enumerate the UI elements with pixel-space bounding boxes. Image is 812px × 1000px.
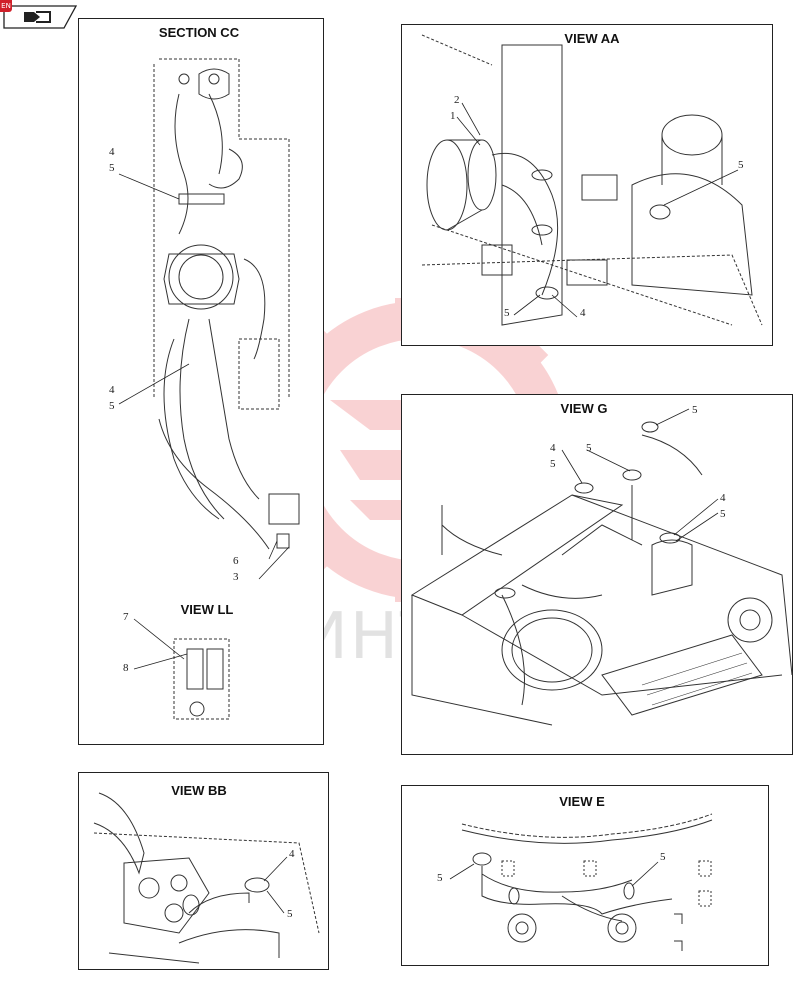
view-aa-panel: VIEW AA 2 <box>401 24 773 346</box>
callout-label: 4 <box>550 442 556 454</box>
callout-label: 7 <box>123 611 129 623</box>
section-cc-title: SECTION CC <box>158 25 240 40</box>
view-bb-panel: VIEW BB 4 5 <box>78 772 329 970</box>
callout-label: 5 <box>504 307 510 319</box>
view-g-drawing <box>410 408 793 726</box>
callout-label: 5 <box>586 442 592 454</box>
callout-label: 5 <box>287 908 293 920</box>
callout-label: 4 <box>289 848 295 860</box>
callout-label: 4 <box>109 384 115 396</box>
view-g-title: VIEW G <box>560 401 608 416</box>
callout-label: 1 <box>450 110 456 122</box>
section-cc-panel: SECTION CC <box>78 18 324 745</box>
callout-label: 6 <box>233 555 239 567</box>
view-aa-title: VIEW AA <box>564 31 620 46</box>
callout-label: 5 <box>109 400 115 412</box>
view-bb-title: VIEW BB <box>171 783 227 798</box>
view-e-drawing <box>449 813 713 951</box>
callout-label: 4 <box>720 492 726 504</box>
callout-label: 4 <box>109 146 115 158</box>
book-arrow-icon <box>24 11 51 23</box>
view-e-title: VIEW E <box>559 794 605 809</box>
section-cc-drawing <box>118 58 300 720</box>
nav-back-tab[interactable] <box>0 0 80 30</box>
callout-label: 5 <box>660 851 666 863</box>
view-bb-drawing <box>93 792 320 964</box>
callout-label: 8 <box>123 662 129 674</box>
view-aa-drawing <box>421 34 763 326</box>
callout-label: 5 <box>692 404 698 416</box>
callout-label: 2 <box>454 94 460 106</box>
callout-label: 5 <box>437 872 443 884</box>
view-ll-title: VIEW LL <box>180 602 234 617</box>
callout-label: 4 <box>580 307 586 319</box>
view-e-panel: VIEW E 5 5 <box>401 785 769 966</box>
view-g-panel: VIEW G <box>401 394 793 755</box>
callout-label: 3 <box>233 571 239 583</box>
language-badge: EN <box>0 0 12 12</box>
callout-label: 5 <box>720 508 726 520</box>
callout-label: 5 <box>550 458 556 470</box>
callout-label: 5 <box>738 159 744 171</box>
callout-label: 5 <box>109 162 115 174</box>
